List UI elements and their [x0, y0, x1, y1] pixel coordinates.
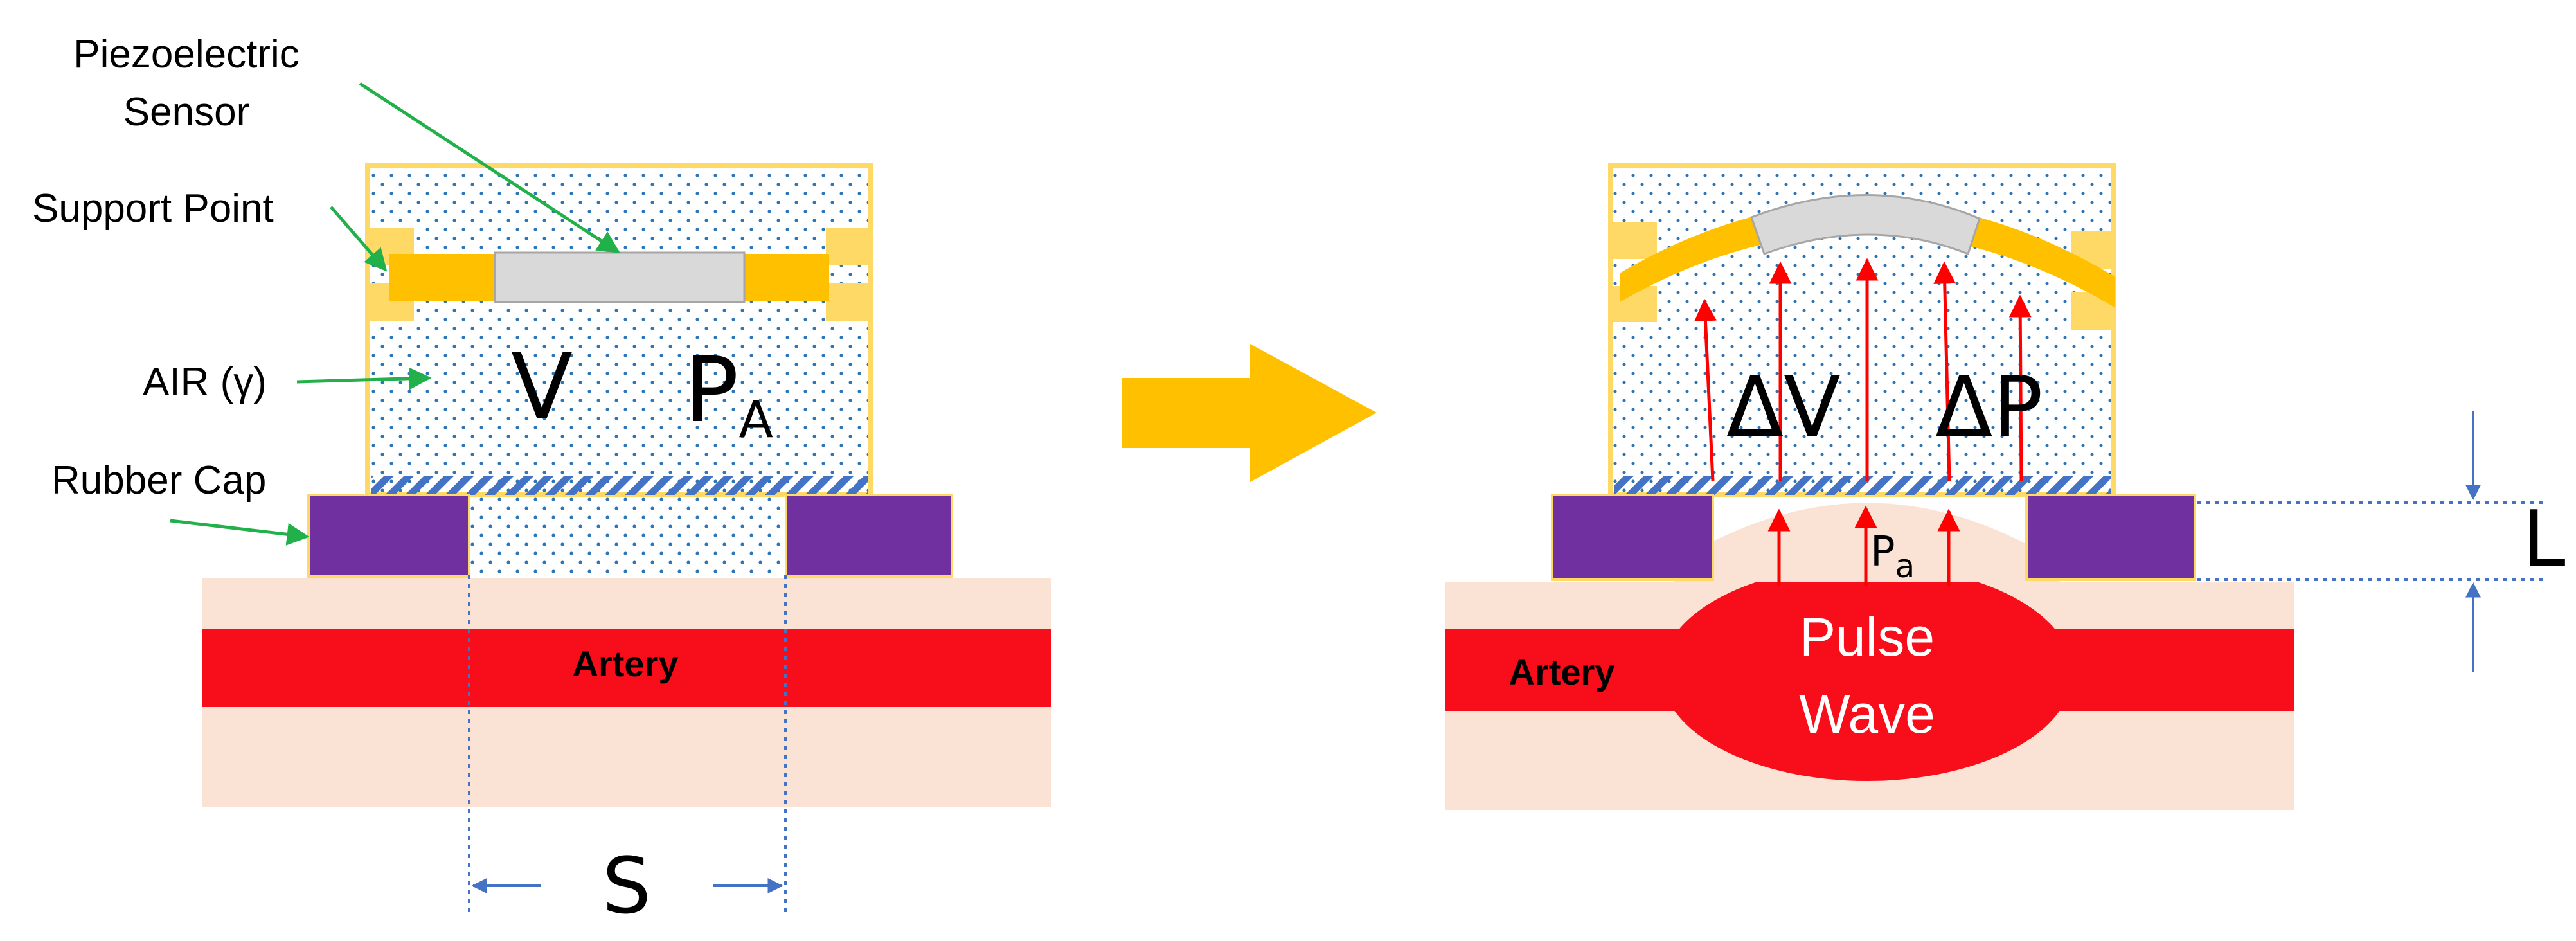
delta-pressure-label: ΔP: [1935, 358, 2043, 456]
transition-arrow-icon: [1122, 344, 1377, 482]
right-artery-label: Artery: [1509, 652, 1615, 692]
piezo-pointer: [359, 82, 620, 254]
left-air-chamber: [365, 163, 873, 497]
right-membrane-hatch: [1614, 476, 2111, 495]
right-bent-beam: [1620, 201, 2115, 307]
pressure-label-sub: A: [738, 391, 773, 449]
right-rubber-cap-left: [1551, 494, 1714, 581]
pulse-wave-label-line2: Wave: [1799, 684, 1935, 744]
right-bent-piezo-sensor: [1750, 194, 1981, 255]
air-pointer: [296, 367, 432, 390]
left-support-beam-right: [744, 254, 829, 301]
pressure-label-main: P: [684, 338, 738, 443]
pa-label-sub: a: [1895, 548, 1915, 585]
left-support-beam-left: [389, 254, 495, 301]
support-point-label: Support Point: [32, 186, 274, 231]
pressure-label: PA: [684, 338, 773, 449]
force-arrow-4: [1933, 261, 1956, 481]
left-rubber-cap-left: [307, 494, 470, 578]
right-support-point-tl: [1613, 222, 1657, 259]
left-rubber-cap-right: [785, 494, 953, 578]
left-sensor-diagram: Artery V PA S: [202, 163, 1051, 931]
pulse-wave-bulge: [1661, 565, 2073, 781]
left-support-point-br: [826, 283, 868, 321]
left-support-point-tr: [826, 228, 868, 265]
rubber-cap-label: Rubber Cap: [51, 458, 266, 503]
air-label: AIR (γ): [143, 360, 267, 404]
right-rubber-cap-right: [2025, 494, 2196, 581]
left-piezo-sensor: [494, 251, 746, 303]
piezo-label-line1: Piezoelectric: [73, 32, 299, 76]
rubber-cap-pointer: [170, 519, 310, 546]
pulse-wave-label-line1: Pulse: [1800, 607, 1935, 667]
force-arrow-5: [2008, 294, 2032, 481]
right-sensor-diagram: Artery ΔV ΔP Pa Pulse: [1445, 163, 2566, 810]
delta-volume-label: ΔV: [1726, 358, 1841, 456]
width-label: S: [602, 842, 651, 931]
length-label: L: [2523, 495, 2566, 584]
left-membrane-hatch: [371, 476, 868, 495]
left-artery-label: Artery: [573, 643, 679, 684]
force-arrow-1: [1694, 298, 1717, 481]
callouts: Piezoelectric Sensor Support Point AIR (…: [32, 32, 620, 546]
pa-label: Pa: [1870, 528, 1915, 585]
pa-label-main: P: [1870, 528, 1895, 576]
piezo-label-line2: Sensor: [123, 90, 249, 134]
volume-label: V: [511, 335, 573, 440]
support-point-pointer: [330, 206, 388, 272]
left-air-channel: [470, 492, 785, 578]
left-artery: [202, 629, 1051, 707]
